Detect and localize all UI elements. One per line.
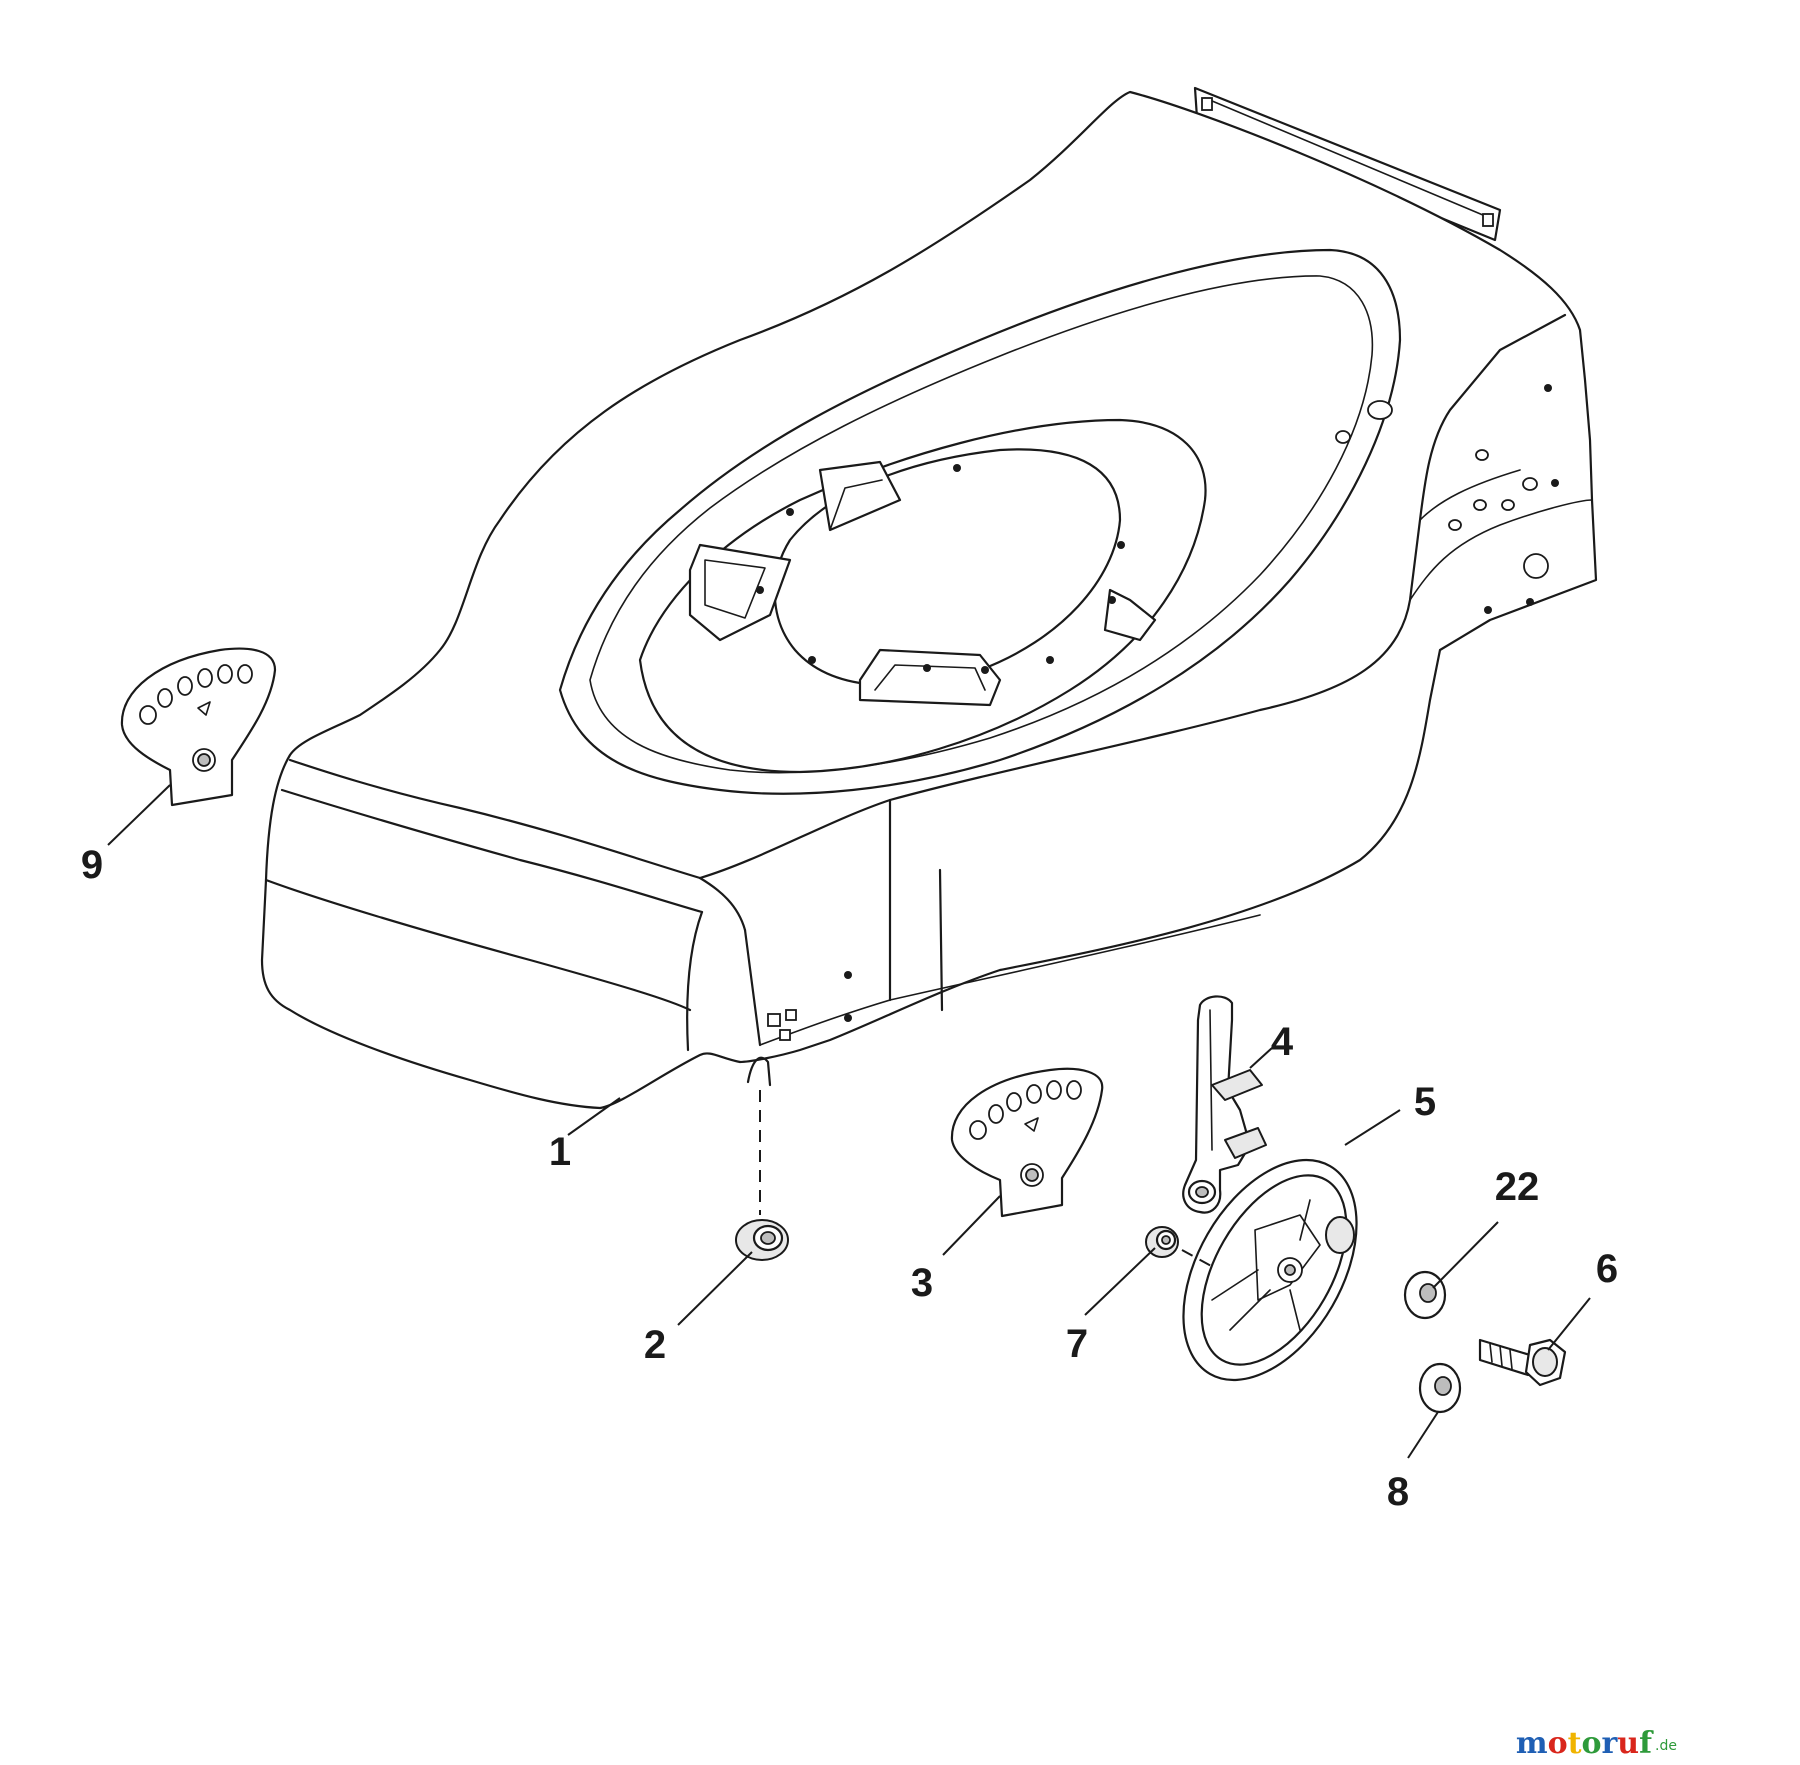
callout-1: 1	[549, 1130, 571, 1174]
callout-labels: 1 2 3 4 5 6 7 8 9 22	[81, 843, 1618, 1514]
height-adjust-plate-left	[120, 647, 277, 807]
bushing-part	[735, 1090, 789, 1261]
callout-5: 5	[1414, 1080, 1436, 1124]
callout-3: 3	[911, 1261, 933, 1305]
watermark-brand: motoruf	[1516, 1726, 1654, 1761]
watermark-letter: t	[1568, 1726, 1582, 1761]
leader-lines	[107, 784, 1591, 1459]
callout-2: 2	[644, 1323, 666, 1367]
callout-7: 7	[1066, 1322, 1088, 1366]
motor-mount-hub	[688, 448, 1157, 707]
watermark-logo: motoruf .de	[1516, 1726, 1677, 1761]
callout-8: 8	[1387, 1470, 1409, 1514]
watermark-letter: u	[1617, 1726, 1639, 1761]
callout-6: 6	[1596, 1247, 1618, 1291]
callout-4: 4	[1271, 1020, 1294, 1064]
washer-part-22	[1403, 1270, 1447, 1320]
watermark-letter: r	[1601, 1726, 1618, 1761]
watermark-letter: o	[1581, 1726, 1601, 1761]
watermark-letter: f	[1639, 1726, 1654, 1761]
mower-deck-housing	[260, 86, 1598, 1110]
height-adjust-plate-right	[950, 1067, 1104, 1218]
watermark-letter: m	[1516, 1726, 1548, 1761]
bolt-part	[1478, 1338, 1567, 1387]
watermark-letter: o	[1548, 1726, 1568, 1761]
callout-9: 9	[81, 843, 103, 887]
adjustment-lever	[1182, 995, 1267, 1214]
wheel-part	[1182, 1158, 1358, 1382]
callout-22: 22	[1495, 1165, 1540, 1209]
watermark-suffix: .de	[1655, 1738, 1677, 1754]
washer-part-8	[1418, 1362, 1462, 1414]
